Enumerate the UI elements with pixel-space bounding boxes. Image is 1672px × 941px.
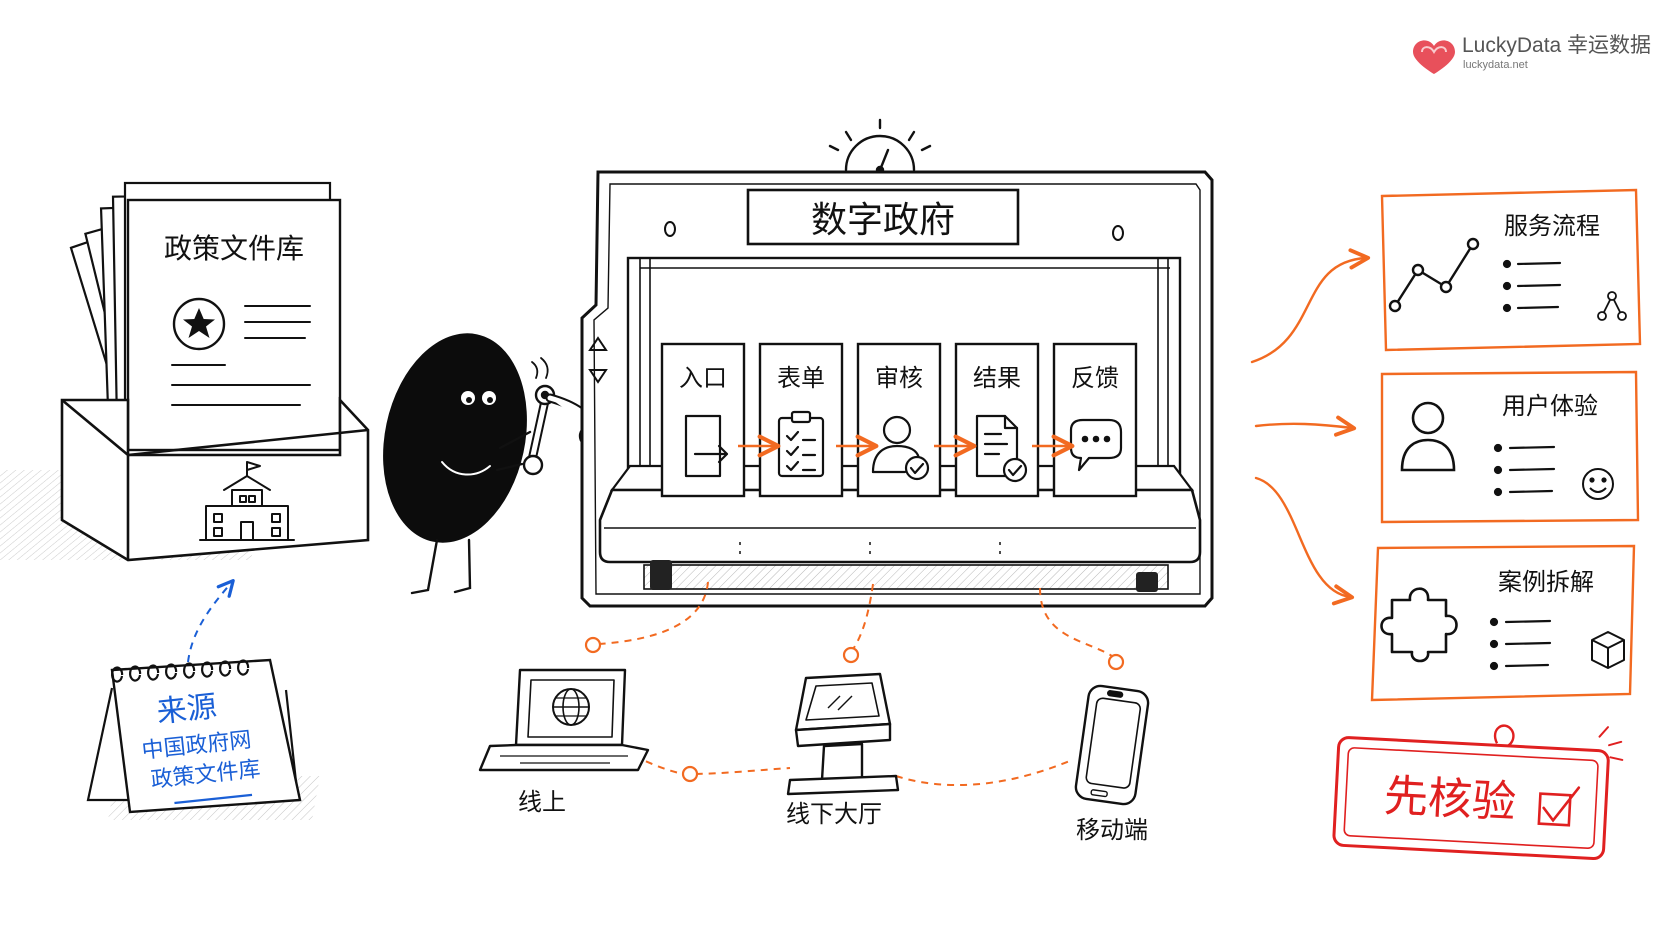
user-check-icon: [871, 415, 930, 481]
step-label: 表单: [777, 364, 825, 392]
process-step-card: 审核: [856, 342, 942, 498]
bullet-list-icon: [1493, 443, 1556, 497]
up-down-control-icon: [588, 336, 608, 384]
output-card-user-experience: 用户体验: [1380, 370, 1640, 524]
document-lines: [171, 305, 311, 406]
smiley-icon: [1582, 468, 1614, 500]
process-step-card: 入口: [660, 342, 746, 498]
process-step-card: 表单: [758, 342, 844, 498]
output-title: 服务流程: [1504, 212, 1600, 240]
output-arrows: [1250, 248, 1371, 606]
brand-name: LuckyData 幸运数据: [1462, 34, 1651, 57]
user-icon: [1400, 401, 1456, 472]
channel-label: 线下大厅: [786, 800, 882, 828]
flow-nodes-icon: [1597, 291, 1627, 321]
channel-online: 线上: [478, 668, 650, 816]
verify-stamp: 先核验: [1332, 724, 1624, 861]
step-label: 反馈: [1071, 364, 1119, 392]
gauge-icon: [828, 118, 932, 175]
machine-title: 数字政府: [811, 200, 955, 241]
smartphone-icon: [1074, 684, 1150, 806]
library-title: 政策文件库: [164, 232, 304, 265]
indicator-light: [1112, 225, 1124, 241]
policy-library: 政策文件库: [0, 181, 370, 562]
digital-government-machine: 数字政府 入口 表单 审核 结果 反馈: [580, 118, 1214, 608]
heart-logo-icon: [1413, 40, 1455, 74]
stamp-sparkle: [1598, 726, 1624, 761]
output-card-service-flow: 服务流程: [1380, 188, 1642, 352]
indicator-light: [664, 221, 676, 237]
machine-title-plate: [746, 188, 1020, 246]
output-title: 案例拆解: [1498, 568, 1594, 596]
step-card-frame: [660, 342, 746, 498]
feet: [650, 560, 1158, 592]
calendar-page: [110, 658, 302, 814]
emblem-star-icon: [172, 297, 226, 351]
cube-icon: [1591, 631, 1625, 669]
government-building-icon: [199, 461, 295, 541]
puzzle-icon: [1380, 587, 1458, 663]
brand-url: luckydata.net: [1463, 59, 1528, 71]
line-chart-icon: [1388, 237, 1480, 313]
bullet-list-icon: [1502, 259, 1562, 313]
step-label: 审核: [875, 364, 923, 392]
process-steps: 入口 表单 审核 结果 反馈: [660, 342, 1138, 498]
laptop-globe-icon: [478, 668, 650, 772]
calendar-rings: [111, 659, 250, 683]
channel-mobile: 移动端: [1074, 684, 1150, 844]
output-card-case-breakdown: 案例拆解: [1370, 544, 1636, 702]
source-title: 来源: [155, 689, 218, 730]
channel-label: 移动端: [1076, 816, 1148, 844]
operator-character: [383, 333, 611, 595]
source-arrow: [187, 579, 235, 663]
stamp-label: 先核验: [1383, 771, 1517, 829]
channel-label: 线上: [518, 788, 566, 816]
bullet-list-icon: [1489, 617, 1552, 671]
chat-icon: [1069, 418, 1123, 472]
process-step-card: 结果: [954, 342, 1040, 498]
process-step-card: 反馈: [1052, 342, 1138, 498]
file-box: [60, 396, 370, 562]
source-card: 来源 中国政府网 政策文件库: [86, 579, 320, 820]
checkbox-icon: [1537, 786, 1581, 827]
kiosk-icon: [786, 672, 900, 796]
step-label: 入口: [679, 364, 727, 392]
channel-offline-hall: 线下大厅: [786, 672, 900, 828]
login-icon: [684, 414, 729, 478]
checklist-icon: [777, 410, 825, 478]
connector-nodes: [584, 636, 1125, 783]
document-check-icon: [975, 414, 1028, 483]
output-title: 用户体验: [1502, 392, 1598, 420]
step-label: 结果: [973, 364, 1021, 392]
conveyor-tray: [598, 488, 1202, 564]
brand-logo: LuckyData 幸运数据 luckydata.net: [1413, 34, 1651, 74]
policy-document-sheet: [126, 198, 342, 452]
